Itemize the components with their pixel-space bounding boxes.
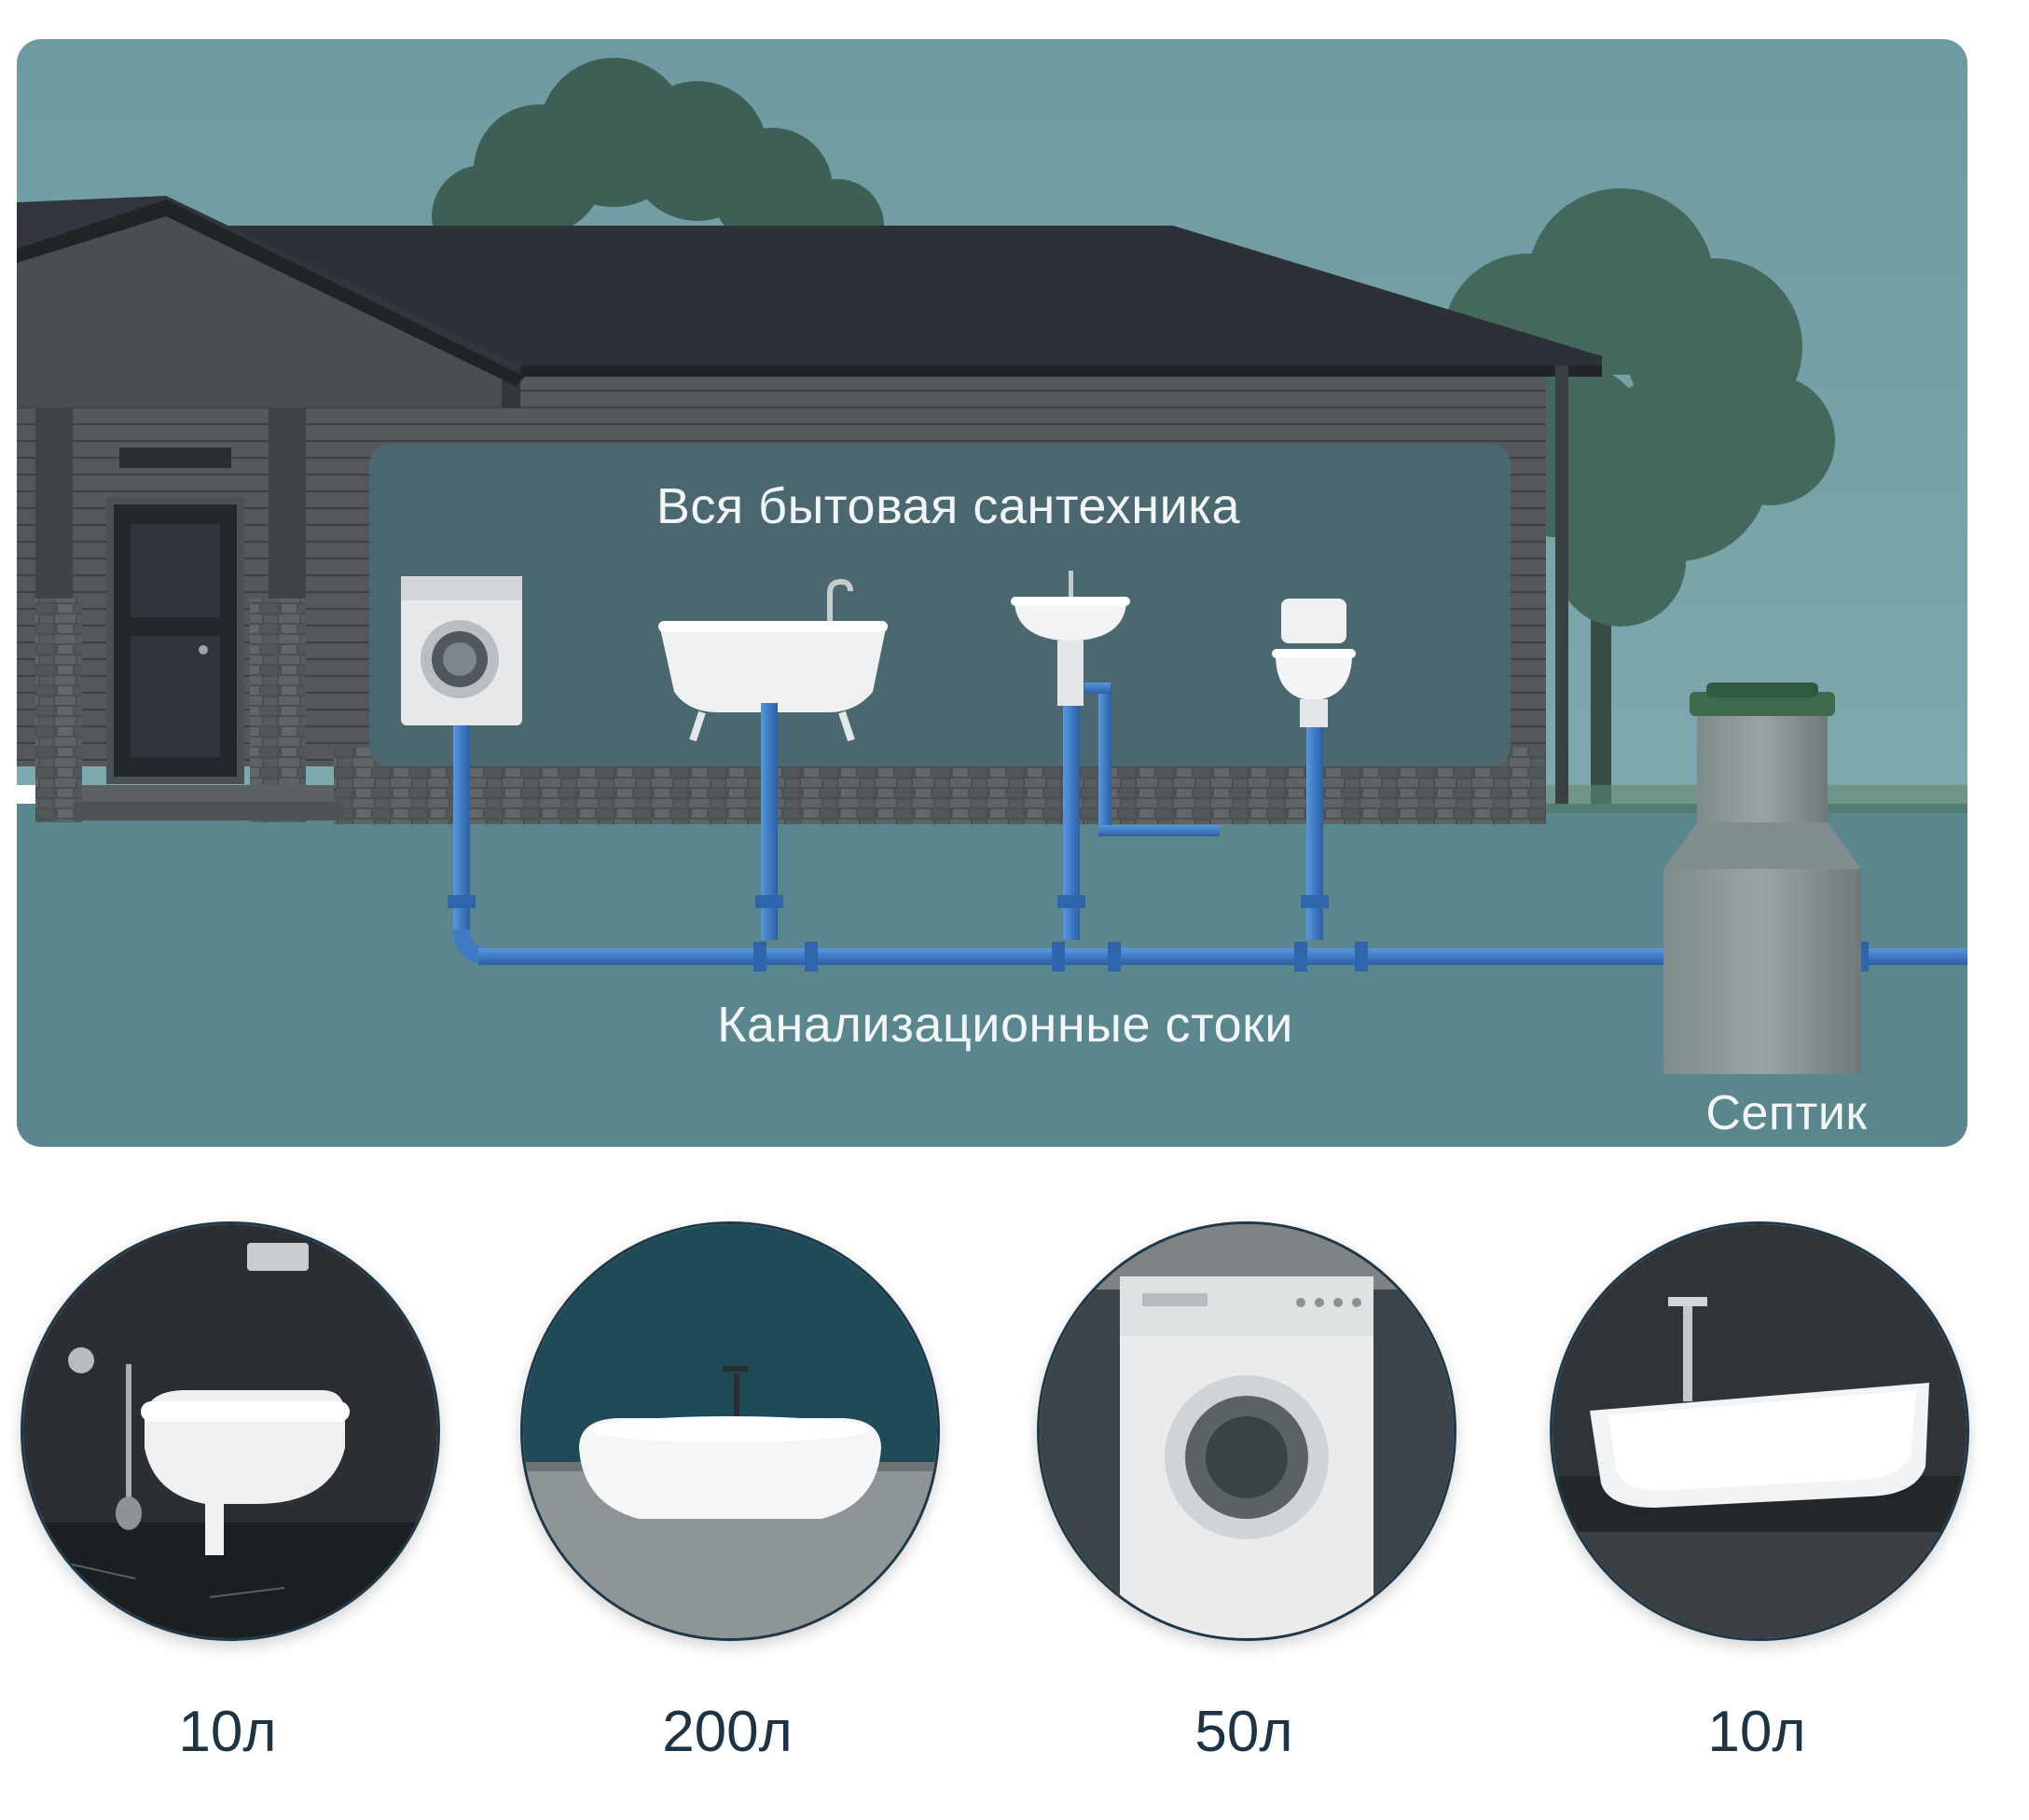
sink-icon xyxy=(1011,571,1130,706)
bathtub-icon xyxy=(658,578,888,742)
washing-machine-volume: 50л xyxy=(1194,1700,1293,1764)
sink-volume: 10л xyxy=(1707,1700,1806,1764)
septic-label: Септик xyxy=(1705,1086,1868,1140)
toilet-icon xyxy=(23,1224,437,1638)
washing-machine-icon xyxy=(1040,1224,1454,1638)
bathtub-photo xyxy=(520,1221,940,1641)
toilet-icon xyxy=(1272,599,1356,727)
fixtures-title: Вся бытовая сантехника xyxy=(656,478,1241,534)
bathtub-volume: 200л xyxy=(662,1700,793,1764)
sewage-label: Канализационные стоки xyxy=(717,997,1293,1053)
washing-machine-icon xyxy=(401,576,522,725)
bathtub-icon xyxy=(523,1224,937,1638)
washing-machine-photo xyxy=(1037,1221,1456,1641)
toilet-volume: 10л xyxy=(178,1700,277,1764)
sink-photo xyxy=(1550,1221,1969,1641)
toilet-photo xyxy=(21,1221,440,1641)
house-sewage-diagram: Вся бытовая сантехника Канализационные с… xyxy=(17,39,1967,1147)
fixtures-panel xyxy=(369,444,1511,766)
sink-icon xyxy=(1553,1224,1967,1638)
septic-tank-icon xyxy=(1663,682,1861,1074)
